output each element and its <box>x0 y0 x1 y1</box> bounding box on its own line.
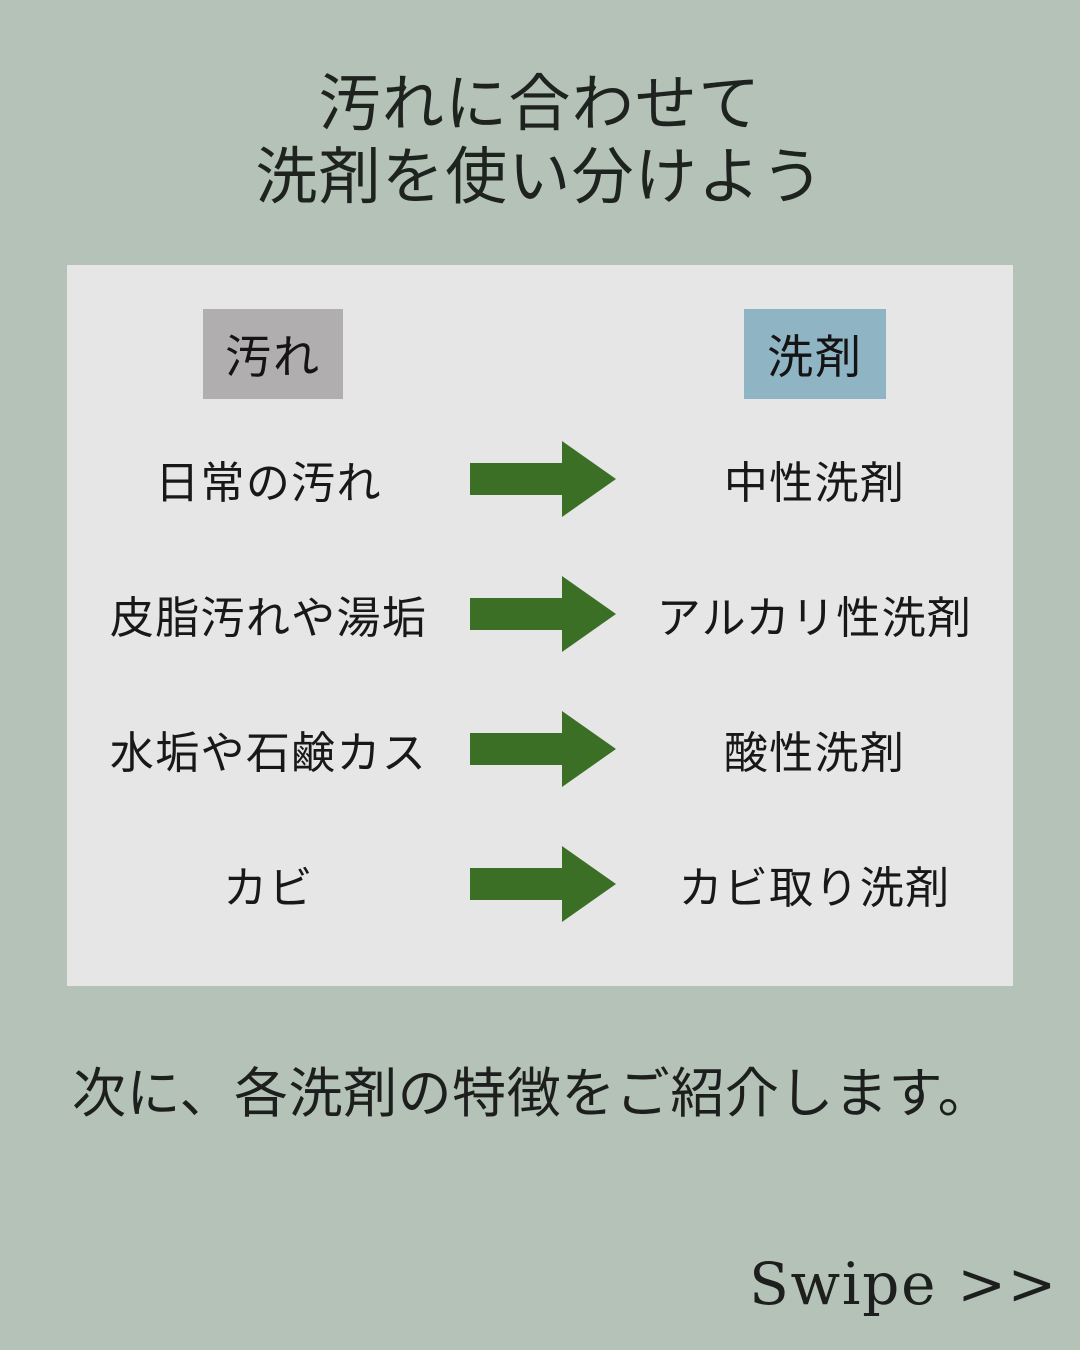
table-row: 水垢や石鹸カス 酸性洗剤 <box>67 701 1013 797</box>
comparison-card: 汚れ 洗剤 日常の汚れ 中性洗剤 皮脂汚れや湯垢 <box>67 265 1013 986</box>
title-line-2: 洗剤を使い分けよう <box>255 143 825 213</box>
cell-dirt: 皮脂汚れや湯垢 <box>109 594 428 643</box>
title-line-1: 汚れに合わせて <box>318 70 762 139</box>
column-header-detergent-label: 洗剤 <box>767 331 863 383</box>
right-arrow-icon <box>470 711 616 787</box>
table-row: 皮脂汚れや湯垢 アルカリ性洗剤 <box>67 566 1013 662</box>
footer-note: 次に、各洗剤の特徴をご紹介します。 <box>72 1064 993 1124</box>
table-body: 日常の汚れ 中性洗剤 皮脂汚れや湯垢 アルカリ性洗剤 水垢や石鹸 <box>67 431 1013 932</box>
cell-detergent: アルカリ性洗剤 <box>656 594 973 643</box>
column-header-dirt-label: 汚れ <box>225 331 321 383</box>
column-header-detergent: 洗剤 <box>744 309 886 399</box>
cell-dirt: 日常の汚れ <box>155 459 382 508</box>
cell-dirt: 水垢や石鹸カス <box>109 729 428 778</box>
column-header-dirt: 汚れ <box>203 309 343 399</box>
table-row: 日常の汚れ 中性洗剤 <box>67 431 1013 527</box>
swipe-hint[interactable]: Swipe >> <box>749 1250 1058 1318</box>
right-arrow-icon <box>470 846 616 922</box>
right-arrow-icon <box>470 441 616 517</box>
cell-dirt: カビ <box>223 864 314 913</box>
cell-detergent: カビ取り洗剤 <box>678 864 951 913</box>
cell-detergent: 酸性洗剤 <box>723 729 906 778</box>
cell-detergent: 中性洗剤 <box>723 459 906 508</box>
right-arrow-icon <box>470 576 616 652</box>
table-row: カビ カビ取り洗剤 <box>67 836 1013 932</box>
table-header-row: 汚れ 洗剤 <box>67 309 1013 399</box>
page-title: 汚れに合わせて 洗剤を使い分けよう <box>0 68 1080 214</box>
